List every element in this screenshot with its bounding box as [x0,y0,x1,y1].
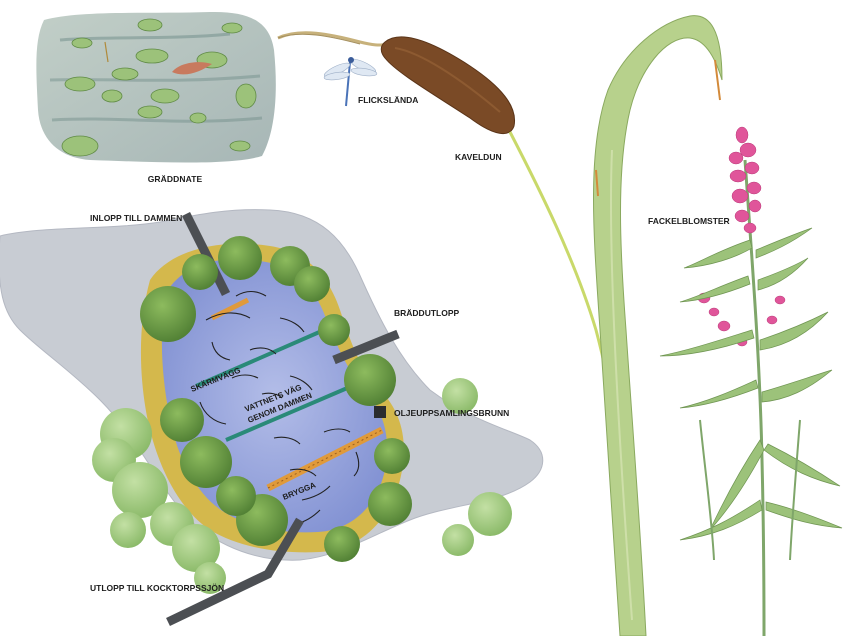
grass-blade [594,16,723,636]
fackelblomster-label: FACKELBLOMSTER [648,216,730,226]
flickslanda-label: FLICKSLÄNDA [358,95,418,105]
graddnate-label: GRÄDDNATE [148,174,203,184]
kaveldun-label: KAVELDUN [455,152,502,162]
graddnate-illustration [36,12,275,163]
braddutlopp-label: BRÄDDUTLOPP [394,308,459,318]
utlopp-label: UTLOPP TILL KOCKTORPSSJÖN [90,583,224,593]
inlopp-label: INLOPP TILL DAMMEN [90,213,182,223]
oljeuppsamlingsbrunn-well [374,406,386,418]
fackelblomster-illustration [660,127,842,636]
oljeuppsamlingsbrunn-label: OLJEUPPSAMLINGSBRUNN [394,408,509,418]
